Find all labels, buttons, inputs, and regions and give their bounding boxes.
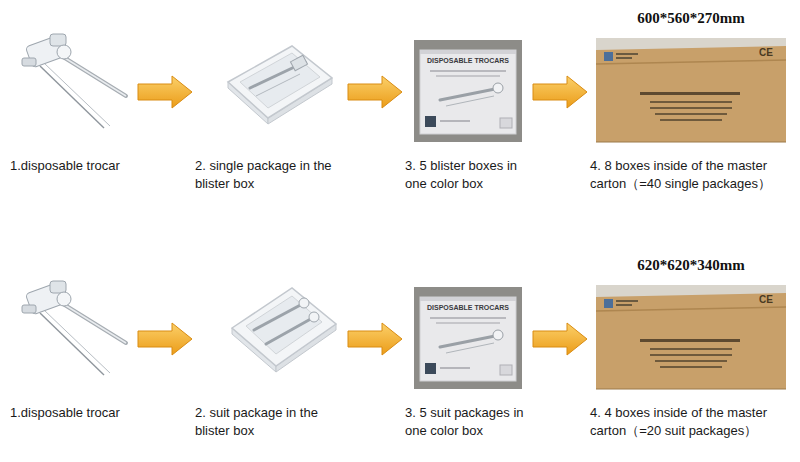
packaging-stage: 1.disposable trocar <box>10 277 135 422</box>
ce-mark: CE <box>752 294 780 305</box>
flow-arrow <box>533 76 587 108</box>
single-blister-illustration-part <box>240 53 320 108</box>
carton-dimension: 620*620*340mm <box>601 257 781 274</box>
stage-caption: 3. 5 blister boxes in one color box <box>405 157 530 192</box>
stage-caption: 1.disposable trocar <box>10 157 135 175</box>
suit-blister-illustration-part <box>266 316 316 344</box>
stage-caption: 1.disposable trocar <box>10 404 135 422</box>
box-print: DISPOSABLE TROCARS <box>420 57 516 64</box>
packaging-stage: 3. 5 suit packages in one color box <box>405 277 530 439</box>
suit-blister-illustration-part <box>232 288 336 366</box>
ce-mark: CE <box>752 47 780 58</box>
single-blister-illustration-part <box>256 74 300 96</box>
master-carton-photo <box>596 38 786 142</box>
suit-blister-illustration-part <box>246 296 322 354</box>
packaging-stage: 3. 5 blister boxes in one color box <box>405 30 530 192</box>
stage-caption: 2. suit package in the blister box <box>195 404 345 439</box>
stage-caption: 2. single package in the blister box <box>195 157 345 192</box>
box-print: DISPOSABLE TROCARS <box>420 304 516 311</box>
flow-arrow <box>533 323 587 355</box>
stage-caption: 4. 4 boxes inside of the master carton（=… <box>590 404 790 439</box>
flow-arrow <box>348 76 402 108</box>
stage-caption: 3. 5 suit packages in one color box <box>405 404 530 439</box>
single-blister-illustration-part <box>290 55 307 70</box>
trocar-illustration <box>22 281 126 375</box>
packaging-stage: 1.disposable trocar <box>10 30 135 175</box>
color-box-photo <box>414 40 522 142</box>
master-carton-photo <box>596 285 786 389</box>
packaging-stage: 2. single package in the blister box <box>195 30 345 192</box>
flow-arrow <box>348 323 402 355</box>
stage-caption: 4. 8 boxes inside of the master carton（=… <box>590 157 790 192</box>
suit-blister-illustration-part <box>309 312 319 322</box>
packaging-stage: 2. suit package in the blister box <box>195 277 345 439</box>
flow-arrow <box>138 76 192 108</box>
single-blister-illustration-part <box>228 46 332 118</box>
trocar-illustration <box>22 34 126 128</box>
suit-blister-illustration <box>232 288 336 372</box>
carton-dimension: 600*560*270mm <box>601 10 781 27</box>
flow-arrow <box>138 323 192 355</box>
suit-blister-illustration-part <box>299 298 309 308</box>
single-blister-illustration <box>228 46 332 124</box>
color-box-photo <box>414 287 522 389</box>
